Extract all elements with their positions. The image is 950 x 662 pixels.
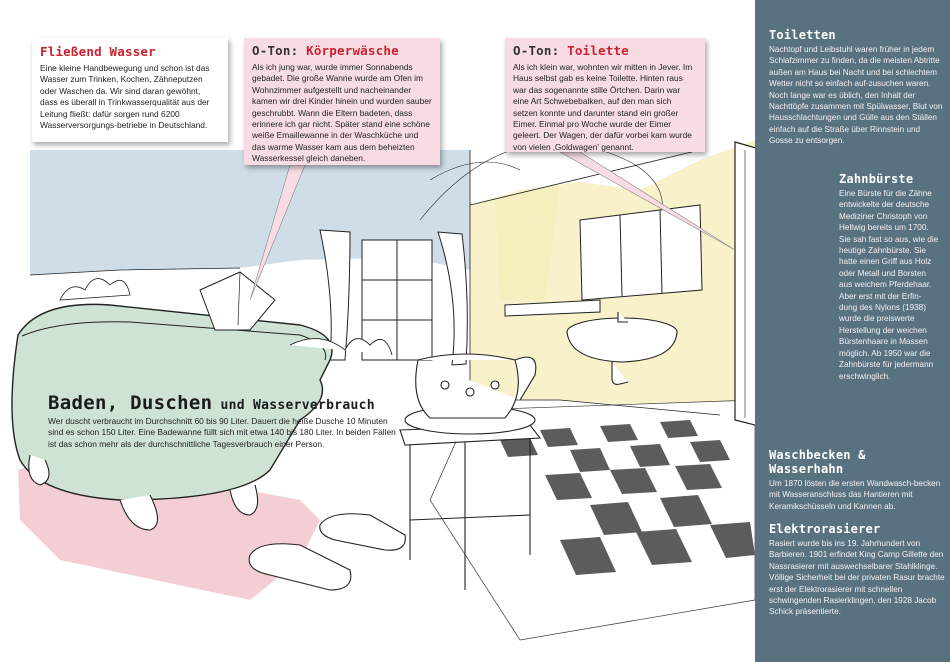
elektrorasierer-title: Elektrorasierer — [769, 522, 881, 536]
blue-wall-area — [30, 150, 470, 275]
zahnbuerste-title: Zahnbürste — [839, 172, 914, 186]
wash-basin-illustration — [566, 312, 678, 385]
toilette-title-accent: Toilette — [567, 43, 629, 58]
koerperwaesche-text: Als ich jung war, wurde immer Sonnabends… — [252, 62, 432, 164]
toilette-title-prefix: O-Ton: — [513, 43, 568, 58]
koerperwaesche-title-prefix: O-Ton: — [252, 43, 307, 58]
pointer-toilette — [558, 151, 736, 251]
waschbecken-title-line2: Wasserhahn — [769, 462, 844, 476]
sidebar-section-toiletten: Toiletten Nachtopf und Leibstuhl waren f… — [769, 28, 943, 147]
elektrorasierer-text: Rasiert wurde bis ins 19. Jahrhundert vo… — [769, 539, 945, 617]
toiletten-text: Nachtopf und Leibstuhl waren früher in j… — [769, 45, 943, 146]
baden-duschen-title: Baden, Duschen und Wasserverbrauch — [48, 392, 400, 414]
baden-title-big: Baden, Duschen — [48, 392, 213, 414]
fliessend-wasser-text: Eine kleine Handbewegung und schon ist d… — [40, 63, 210, 131]
bathtub-illustration — [11, 271, 393, 531]
quote-box-koerperwaesche: O-Ton: Körperwäsche Als ich jung war, wu… — [244, 38, 440, 165]
baden-duschen-section: Baden, Duschen und Wasserverbrauch Wer d… — [48, 392, 400, 450]
heart-door-illustration — [734, 141, 755, 426]
wall-cabinet — [504, 204, 703, 317]
koerperwaesche-title-accent: Körperwäsche — [306, 43, 399, 58]
baden-title-small: und Wasserverbrauch — [212, 398, 375, 413]
sidebar-section-elektrorasierer: Elektrorasierer Rasiert wurde bis ins 19… — [769, 522, 947, 618]
toilette-title: O-Ton: Toilette — [513, 43, 697, 58]
pointer-koerper — [249, 164, 306, 301]
info-box-fliessend-wasser: Fließend Wasser Eine kleine Handbewegung… — [32, 38, 228, 142]
waschbecken-title-line1: Waschbecken & — [769, 448, 866, 462]
waschbecken-text: Um 1870 lösten die ersten Wandwasch-beck… — [769, 479, 941, 511]
window — [319, 229, 468, 366]
koerperwaesche-title: O-Ton: Körperwäsche — [252, 43, 432, 58]
yellow-wall-area-left — [495, 185, 560, 300]
fliessend-wasser-title: Fließend Wasser — [40, 44, 156, 59]
quote-box-toilette: O-Ton: Toilette Als ich klein war, wohnt… — [505, 38, 705, 152]
bathroom-illustration — [11, 140, 755, 641]
checker-floor — [429, 399, 755, 641]
slippers-illustration — [248, 513, 406, 591]
toilette-text: Als ich klein war, wohnten wir mitten in… — [513, 62, 693, 152]
pitcher-bowl-illustration — [399, 353, 542, 590]
sidebar-section-waschbecken: Waschbecken &Wasserhahn Um 1870 lösten d… — [769, 448, 945, 512]
info-sidebar: Toiletten Nachtopf und Leibstuhl waren f… — [755, 0, 950, 662]
sidebar-section-zahnbuerste: Zahnbürste Eine Bürste für die Zähne ent… — [839, 172, 939, 382]
zahnbuerste-text: Eine Bürste für die Zähne entwickelte de… — [839, 189, 939, 381]
baden-duschen-text: Wer duscht verbraucht im Durchschnitt 60… — [48, 416, 396, 449]
toiletten-title: Toiletten — [769, 28, 836, 42]
waschbecken-title: Waschbecken &Wasserhahn — [769, 448, 945, 476]
